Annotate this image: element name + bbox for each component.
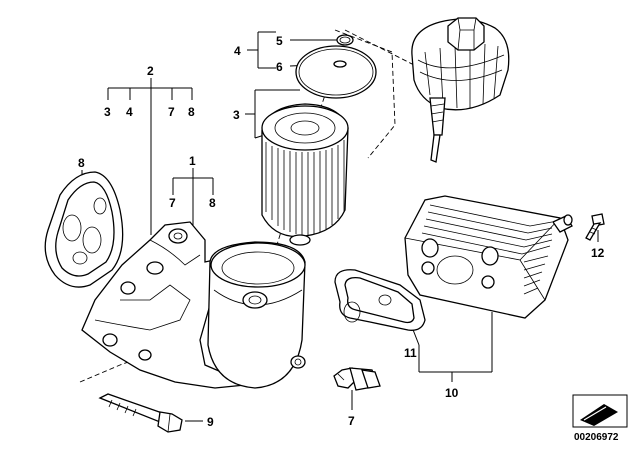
callout-5: 5 bbox=[276, 34, 283, 48]
callout-10: 10 bbox=[445, 386, 459, 400]
reference-number: 00206972 bbox=[574, 432, 619, 443]
small-o-ring bbox=[336, 34, 354, 46]
oil-cooler-gasket bbox=[334, 269, 426, 331]
center-o-ring bbox=[333, 60, 347, 68]
callout-8-top: 8 bbox=[188, 105, 195, 119]
callout-7-bottom: 7 bbox=[348, 414, 355, 428]
reference-stamp: 00206972 bbox=[572, 394, 628, 443]
left-housing-gasket bbox=[44, 171, 124, 288]
callout-4-top: 4 bbox=[126, 105, 133, 119]
callout-12: 12 bbox=[591, 246, 605, 260]
oil-pressure-sensor bbox=[333, 367, 381, 391]
filter-cap-o-ring bbox=[295, 45, 377, 99]
callout-2: 2 bbox=[147, 64, 154, 78]
oil-filter-housing bbox=[81, 221, 306, 389]
callout-3-top: 3 bbox=[104, 105, 111, 119]
callout-labels: 1 2 3 4 7 8 7 8 8 4 5 6 3 12 11 10 9 7 bbox=[78, 34, 605, 429]
oil-filter-element bbox=[261, 103, 349, 246]
small-o-ring-inner bbox=[339, 36, 351, 44]
callout-3-right: 3 bbox=[233, 108, 240, 122]
callout-1: 1 bbox=[189, 154, 196, 168]
oil-cooler-bolt bbox=[585, 213, 605, 241]
callout-8-mid: 8 bbox=[209, 196, 216, 210]
reference-arrow-icon bbox=[580, 404, 618, 426]
filter-cap-o-ring-inner bbox=[298, 48, 374, 96]
callout-9: 9 bbox=[207, 415, 214, 429]
filter-housing-cap bbox=[411, 17, 510, 163]
callout-11: 11 bbox=[404, 346, 417, 360]
callout-6: 6 bbox=[276, 60, 283, 74]
callout-8-left: 8 bbox=[78, 156, 85, 170]
callout-7-mid: 7 bbox=[169, 196, 176, 210]
housing-bolt bbox=[98, 393, 183, 433]
callout-7-top: 7 bbox=[168, 105, 175, 119]
oil-cooler bbox=[404, 195, 573, 319]
callout-4-right: 4 bbox=[234, 44, 241, 58]
